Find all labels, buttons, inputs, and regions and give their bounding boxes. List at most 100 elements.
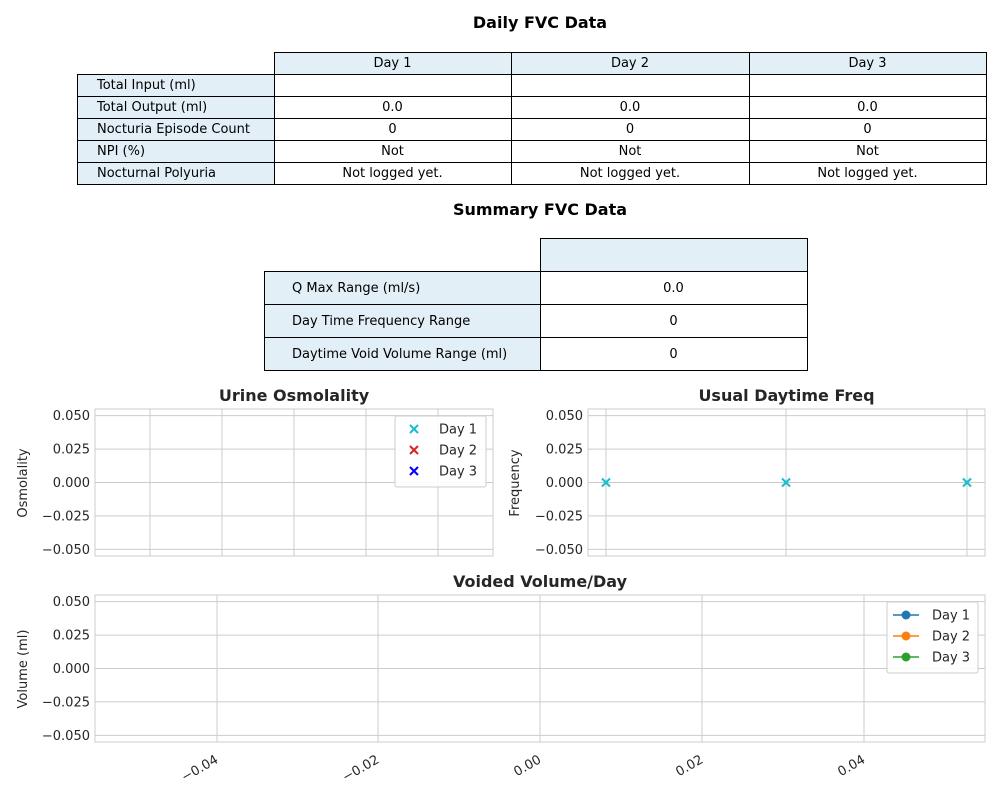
legend-dot-marker — [901, 631, 911, 641]
data-point-x-marker — [601, 477, 611, 488]
y-tick-label: 0.025 — [546, 443, 583, 458]
y-tick-label: 0.025 — [53, 443, 90, 458]
legend-label: Day 2 — [439, 444, 477, 459]
y-tick-label: −0.050 — [42, 543, 90, 558]
marker-stroke — [409, 466, 419, 476]
table-cell: 0 — [539, 337, 808, 371]
y-tick-label: −0.025 — [42, 695, 90, 710]
x-tick-label: −0.04 — [179, 752, 221, 785]
table-cell: Not — [748, 140, 987, 163]
marker-stroke — [409, 466, 419, 476]
table-cell: 0.0 — [748, 96, 987, 119]
daily-fvc-table: Day 1 Day 2 Day 3 Total Input (ml) Total… — [77, 52, 987, 185]
data-point-x-marker — [962, 477, 972, 488]
legend-label: Day 2 — [932, 630, 970, 645]
table-row: Nocturia Episode Count 0 0 0 — [77, 118, 987, 141]
table-cell: Not — [273, 140, 512, 163]
table-cell: 0.0 — [510, 96, 750, 119]
legend-x-marker — [409, 424, 419, 434]
legend-label: Day 1 — [439, 423, 477, 438]
legend-box — [886, 601, 979, 674]
legend-x-marker — [409, 445, 419, 455]
marker-stroke — [962, 477, 972, 488]
marker-stroke — [409, 445, 419, 455]
plot-frame — [94, 594, 986, 743]
column-header-day-1: Day 1 — [273, 52, 512, 75]
y-tick-label: 0.000 — [53, 662, 90, 677]
table-cell: Not — [510, 140, 750, 163]
table-row: Daytime Void Volume Range (ml) 0 — [264, 337, 808, 371]
y-axis-label: Frequency — [508, 449, 523, 516]
legend-dot-marker — [901, 610, 911, 620]
table-row: NPI (%) Not Not Not — [77, 140, 987, 163]
legend-label: Day 1 — [932, 609, 970, 624]
y-tick-label: 0.050 — [546, 409, 583, 424]
column-header-day-3: Day 3 — [748, 52, 987, 75]
y-axis-label: Osmolality — [16, 448, 31, 518]
y-tick-label: 0.050 — [53, 409, 90, 424]
row-label: Total Input (ml) — [77, 74, 275, 97]
y-tick-label: −0.025 — [535, 509, 583, 524]
marker-stroke — [409, 424, 419, 434]
table-corner — [265, 239, 541, 272]
summary-fvc-table: Q Max Range (ml/s) 0.0 Day Time Frequenc… — [264, 238, 808, 371]
table-cell: Not logged yet. — [273, 162, 512, 185]
y-tick-label: 0.050 — [53, 595, 90, 610]
marker-stroke — [601, 477, 611, 488]
column-header — [539, 238, 808, 272]
table-row: Nocturnal Polyuria Not logged yet. Not l… — [77, 162, 987, 185]
chart-title: Voided Volume/Day — [453, 572, 628, 591]
table-cell: 0 — [510, 118, 750, 141]
table-cell — [748, 74, 987, 97]
y-tick-label: 0.000 — [546, 476, 583, 491]
row-label: Nocturnal Polyuria — [77, 162, 275, 185]
table-corner — [78, 53, 275, 75]
y-tick-label: 0.025 — [53, 629, 90, 644]
table-cell: 0 — [748, 118, 987, 141]
marker-stroke — [409, 445, 419, 455]
column-header-day-2: Day 2 — [510, 52, 750, 75]
legend-label: Day 3 — [932, 651, 970, 666]
x-tick-label: 0.04 — [835, 752, 868, 779]
table-cell: 0 — [273, 118, 512, 141]
table-cell: 0 — [539, 304, 808, 338]
row-label: Day Time Frequency Range — [264, 304, 541, 338]
table-row: Q Max Range (ml/s) 0.0 — [264, 271, 808, 305]
legend-dot-marker — [901, 652, 911, 662]
legend-box — [394, 415, 487, 488]
summary-table-title: Summary FVC Data — [452, 200, 628, 219]
table-cell: 0.0 — [539, 271, 808, 305]
table-row: Total Input (ml) — [77, 74, 987, 97]
table-cell: 0.0 — [273, 96, 512, 119]
marker-stroke — [781, 477, 791, 488]
legend-x-marker — [409, 466, 419, 476]
y-tick-label: 0.000 — [53, 476, 90, 491]
plot-frame — [587, 408, 986, 557]
marker-stroke — [409, 424, 419, 434]
x-tick-label: 0.02 — [673, 752, 706, 779]
chart-title: Urine Osmolality — [219, 386, 370, 405]
row-label: Total Output (ml) — [77, 96, 275, 119]
plot-frame — [94, 408, 494, 557]
row-label: NPI (%) — [77, 140, 275, 163]
table-cell: Not logged yet. — [510, 162, 750, 185]
marker-stroke — [962, 477, 972, 488]
y-axis-label: Volume (ml) — [16, 630, 31, 709]
data-point-x-marker — [781, 477, 791, 488]
daily-table-title: Daily FVC Data — [472, 13, 608, 32]
row-label: Q Max Range (ml/s) — [264, 271, 541, 305]
table-cell — [273, 74, 512, 97]
table-row: Total Output (ml) 0.0 0.0 0.0 — [77, 96, 987, 119]
marker-stroke — [601, 477, 611, 488]
legend-label: Day 3 — [439, 465, 477, 480]
y-tick-label: −0.050 — [535, 543, 583, 558]
table-cell: Not logged yet. — [748, 162, 987, 185]
row-label: Nocturia Episode Count — [77, 118, 275, 141]
table-cell — [510, 74, 750, 97]
x-tick-label: 0.00 — [511, 752, 544, 779]
table-row: Day Time Frequency Range 0 — [264, 304, 808, 338]
y-tick-label: −0.025 — [42, 509, 90, 524]
chart-title: Usual Daytime Freq — [698, 386, 874, 405]
row-label: Daytime Void Volume Range (ml) — [264, 337, 541, 371]
y-tick-label: −0.050 — [42, 729, 90, 744]
